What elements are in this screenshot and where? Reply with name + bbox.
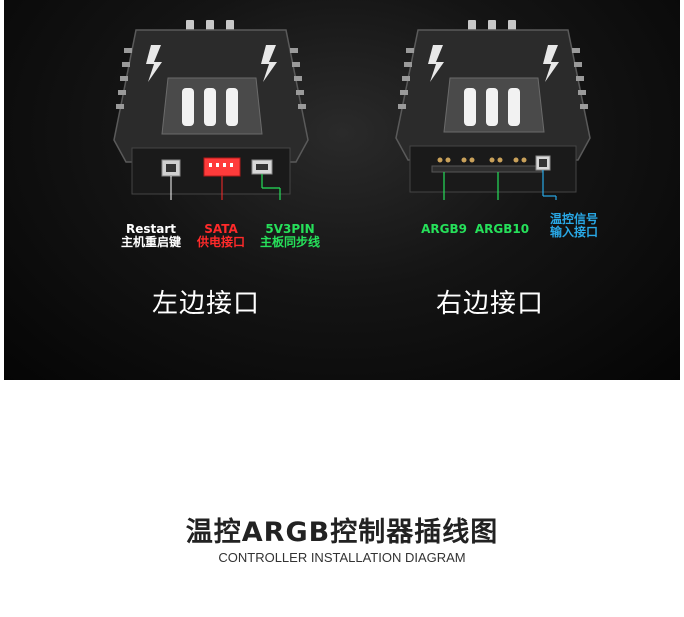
diagram-subtitle: CONTROLLER INSTALLATION DIAGRAM [218, 550, 466, 565]
product-photo-panel: Restart 主机重启键 SATA 供电接口 5V3PIN 主板同步线 左边接… [4, 0, 680, 380]
left-side-title: 左边接口 [152, 289, 261, 319]
5v3pin-label-cn: 主板同步线 [259, 235, 320, 249]
sata-port-label: SATA 供电接口 [176, 223, 266, 249]
temp-signal-label-line1: 温控信号 [549, 212, 598, 226]
argb9-port-label: ARGB9 [421, 222, 467, 236]
argb10-port-label: ARGB10 [474, 222, 530, 236]
diagram-title: 温控ARGB控制器插线图 [185, 517, 499, 548]
sata-label-en: SATA [204, 222, 238, 236]
restart-label-cn: 主机重启键 [120, 235, 181, 249]
right-controller-device [380, 0, 610, 200]
5v3pin-port-label: 5V3PIN 主板同步线 [240, 223, 340, 249]
temp-signal-label-line2: 输入接口 [549, 225, 598, 239]
restart-label-en: Restart [125, 222, 176, 236]
temp-signal-port-label: 温控信号 输入接口 [544, 213, 604, 239]
right-side-title: 右边接口 [436, 289, 545, 319]
5v3pin-label-en: 5V3PIN [265, 222, 315, 236]
sata-label-cn: 供电接口 [196, 235, 245, 249]
left-controller-device [96, 0, 326, 200]
restart-port-label: Restart 主机重启键 [96, 223, 206, 249]
